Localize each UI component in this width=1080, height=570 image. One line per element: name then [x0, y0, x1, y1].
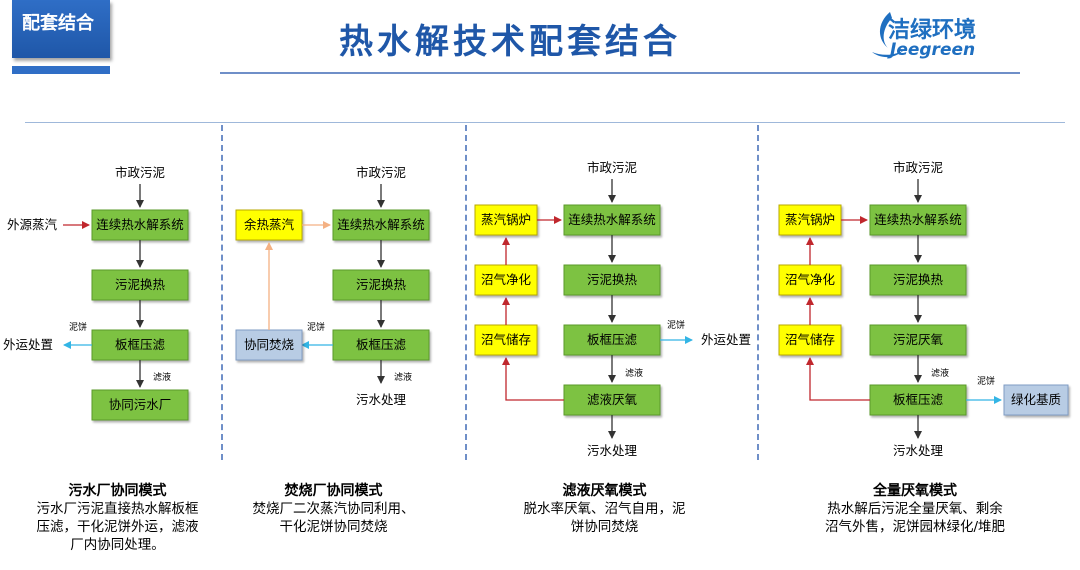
col1-thp-label: 连续热水解系统 [96, 217, 184, 232]
col4-green-box [1003, 384, 1069, 416]
col1-ext-steam: 外源蒸汽 [7, 217, 58, 232]
col3-hx-label: 污泥换热 [587, 272, 638, 287]
col4-flow: 市政污泥 连续热水解系统 蒸汽锅炉 污泥换热 沼气净化 污泥厌氧 沼气储存 滤液… [778, 160, 1069, 458]
col1-wwtp-label: 协同污水厂 [109, 397, 172, 412]
logo-text-cn: 洁绿环境 [888, 18, 977, 43]
col1-thp-box [91, 209, 189, 241]
col3-cake-label: 泥饼 [667, 319, 685, 331]
caption-line: 压滤，干化泥饼外运，滤液 [36, 519, 199, 535]
col3-municipal-sludge: 市政污泥 [587, 160, 637, 175]
col1-filtrate-label: 滤液 [153, 371, 171, 383]
column-divider-1 [221, 125, 223, 460]
col3-filter-label: 板框压滤 [587, 332, 638, 347]
column-divider-3 [757, 125, 759, 460]
col3-hx-box [563, 264, 661, 296]
col3-flow: 市政污泥 连续热水解系统 蒸汽锅炉 污泥换热 沼气净化 板框压滤 泥饼 外运处置… [474, 160, 751, 458]
col1-cake-label: 泥饼 [69, 321, 87, 333]
col1-hx-box [91, 269, 189, 301]
col3-boiler-label: 蒸汽锅炉 [481, 212, 531, 227]
col3-ext-disposal: 外运处置 [701, 332, 751, 347]
col3-ww-treat: 污水处理 [587, 443, 638, 458]
caption-line: 沼气外售，泥饼园林绿化/堆肥 [824, 519, 1006, 535]
section-tag-label: 配套结合 [22, 13, 94, 34]
logo-text-en: Jeegreen [890, 40, 976, 60]
col2-filter-box [332, 329, 430, 361]
col2-incin-box [235, 329, 303, 361]
page-title: 热水解技术配套结合 [339, 22, 681, 62]
col1-wwtp-box [91, 389, 189, 421]
col2-waste-steam-box [235, 209, 303, 241]
caption-line: 焚烧厂二次蒸汽协同利用、 [252, 501, 415, 517]
col4-hx-box [869, 264, 967, 296]
caption-line: 饼协同焚烧 [570, 519, 639, 535]
col4-store-label: 沼气储存 [785, 332, 835, 347]
caption-wwtp-mode: 污水厂协同模式 污水厂污泥直接热水解板框 压滤，干化泥饼外运，滤液 厂内协同处理… [10, 482, 225, 554]
col2-hx-label: 污泥换热 [356, 277, 407, 292]
col2-cake-label: 泥饼 [307, 321, 325, 333]
caption-title: 全量厌氧模式 [873, 483, 957, 499]
col3-boiler-box [474, 204, 538, 236]
caption-line: 污水厂污泥直接热水解板框 [36, 501, 199, 517]
caption-title: 污水厂协同模式 [68, 483, 167, 499]
col2-thp-label: 连续热水解系统 [337, 217, 425, 232]
col2-thp-box [332, 209, 430, 241]
col3-thp-label: 连续热水解系统 [568, 212, 656, 227]
caption-filtrate-ad-mode: 滤液厌氧模式 脱水率厌氧、沼气自用，泥 饼协同焚烧 [497, 482, 712, 536]
col4-hx-label: 污泥换热 [893, 272, 944, 287]
logo-wave-icon [872, 12, 904, 58]
caption-line: 厂内协同处理。 [70, 537, 165, 553]
col4-purify-box [778, 264, 842, 296]
col4-thp-box [869, 204, 967, 236]
col1-hx-label: 污泥换热 [115, 277, 166, 292]
col4-ww-treat: 污水处理 [893, 443, 944, 458]
col4-ad-label: 污泥厌氧 [893, 332, 944, 347]
col3-store-label: 沼气储存 [481, 332, 531, 347]
column-divider-2 [465, 125, 467, 460]
col2-ww-treat: 污水处理 [356, 392, 407, 407]
col4-cake-label: 泥饼 [977, 375, 995, 387]
col4-store-box [778, 324, 842, 356]
col4-boiler-label: 蒸汽锅炉 [785, 212, 835, 227]
col2-incin-label: 协同焚烧 [244, 337, 295, 352]
col2-flow: 市政污泥 连续热水解系统 余热蒸汽 污泥换热 板框压滤 泥饼 协同焚烧 滤液 污… [235, 165, 430, 407]
col4-ad-box [869, 324, 967, 356]
section-rule [25, 122, 1065, 123]
caption-line: 脱水率厌氧、沼气自用，泥 [523, 501, 686, 517]
col1-filter-box [91, 329, 189, 361]
col4-green-label: 绿化基质 [1011, 392, 1061, 407]
col4-boiler-box [778, 204, 842, 236]
col3-ad-label: 滤液厌氧 [587, 392, 638, 407]
caption-line: 干化泥饼协同焚烧 [279, 519, 388, 535]
col2-hx-box [332, 269, 430, 301]
col4-filtrate-label: 滤液 [931, 367, 949, 379]
col2-filtrate-label: 滤液 [394, 371, 412, 383]
col3-purify-box [474, 264, 538, 296]
col4-thp-label: 连续热水解系统 [874, 212, 962, 227]
col4-municipal-sludge: 市政污泥 [893, 160, 943, 175]
col1-municipal-sludge: 市政污泥 [115, 165, 165, 180]
col1-ext-disposal: 外运处置 [3, 337, 53, 352]
caption-title: 焚烧厂协同模式 [284, 483, 383, 499]
title-underline [220, 72, 1020, 74]
col1-filter-label: 板框压滤 [115, 337, 166, 352]
col3-purify-label: 沼气净化 [481, 272, 532, 287]
col3-filtrate-label: 滤液 [625, 367, 643, 379]
col2-municipal-sludge: 市政污泥 [356, 165, 406, 180]
col1-flow: 市政污泥 连续热水解系统 外源蒸汽 污泥换热 板框压滤 泥饼 外运处置 滤液 协… [3, 165, 189, 421]
caption-full-ad-mode: 全量厌氧模式 热水解后污泥全量厌氧、剩余 沼气外售，泥饼园林绿化/堆肥 [800, 482, 1030, 536]
caption-incin-mode: 焚烧厂协同模式 焚烧厂二次蒸汽协同利用、 干化泥饼协同焚烧 [226, 482, 441, 536]
tag-underline [12, 66, 110, 74]
col2-waste-steam-label: 余热蒸汽 [244, 217, 295, 232]
col4-purify-label: 沼气净化 [785, 272, 836, 287]
caption-line: 热水解后污泥全量厌氧、剩余 [827, 501, 1003, 517]
col4-filter-label: 板框压滤 [893, 392, 944, 407]
col4-filter-box [869, 384, 967, 416]
caption-title: 滤液厌氧模式 [562, 483, 647, 499]
col2-filter-label: 板框压滤 [356, 337, 407, 352]
section-tag: 配套结合 [12, 0, 110, 58]
